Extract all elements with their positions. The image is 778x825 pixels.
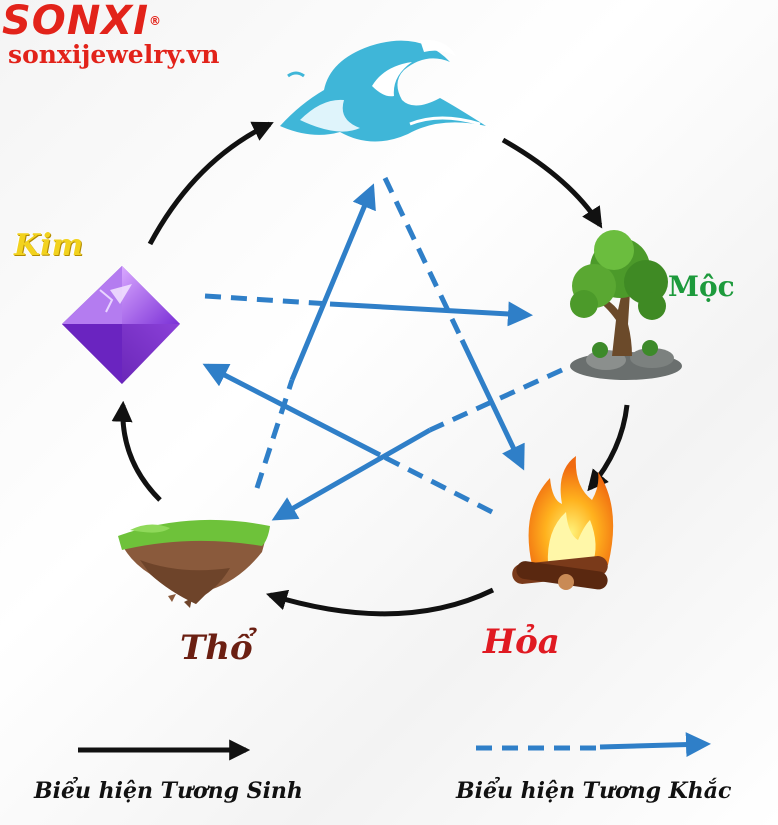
tree-icon: [570, 230, 682, 380]
label-moc: Mộc: [668, 270, 735, 303]
label-tho: Thổ: [180, 628, 253, 668]
arrow-hoa-to-kim-dashed: [378, 452, 494, 515]
water-wave-icon: [280, 39, 486, 142]
brand-url: sonxijewelry.vn: [8, 40, 220, 69]
label-hoa: Hỏa: [483, 622, 560, 662]
arrow-tho-to-kim: [111, 400, 162, 502]
arrow-thuy-to-hoa-solid: [459, 338, 525, 471]
legend-overcoming-label: Biểu hiện Tương Khắc: [456, 778, 732, 804]
generating-cycle: [111, 121, 630, 617]
registered-mark: ®: [149, 14, 163, 28]
floating-island-icon: [118, 519, 270, 608]
arrow-kim-to-moc-dashed: [204, 293, 331, 307]
brand-logo-text: SONXI: [2, 0, 150, 44]
label-kim: Kim: [14, 228, 84, 263]
arrow-moc-to-tho-solid: [271, 427, 432, 521]
purple-crystal-icon: [62, 266, 180, 384]
arrow-kim-to-thuy: [147, 121, 274, 246]
campfire-icon: [512, 456, 614, 590]
arrow-moc-to-hoa: [587, 404, 630, 492]
arrow-thuy-to-hoa-dashed: [382, 176, 465, 342]
brand-logo: SONXI®: [2, 0, 219, 42]
arrow-hoa-to-tho: [265, 587, 495, 617]
brand-watermark: SONXI® sonxijewelry.vn: [2, 0, 219, 68]
arrow-hoa-to-kim-solid: [202, 363, 382, 458]
arrow-tho-to-thuy-solid: [289, 183, 376, 381]
legend-overcoming-arrow-solid: [599, 732, 711, 758]
legend: [78, 732, 711, 761]
arrow-kim-to-moc-solid: [329, 301, 533, 327]
arrow-tho-to-thuy-dashed: [254, 379, 295, 489]
arrow-moc-to-tho-dashed: [428, 367, 564, 433]
arrow-thuy-to-moc: [501, 137, 603, 229]
legend-generating-label: Biểu hiện Tương Sinh: [34, 778, 303, 804]
overcoming-cycle: [202, 176, 564, 521]
